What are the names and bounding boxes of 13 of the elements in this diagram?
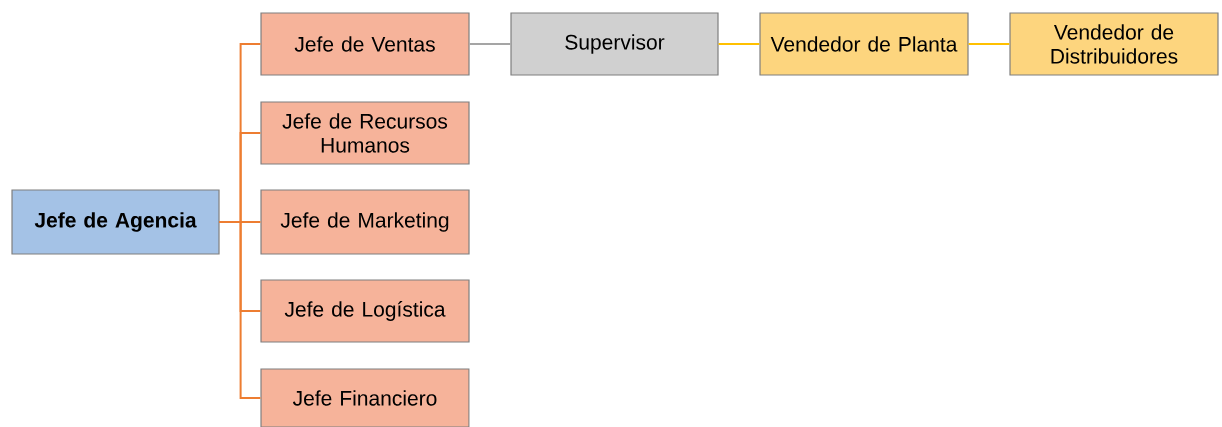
org-box: Vendedor de Planta [759,12,969,76]
org-box: Vendedor de Distribuidores [1009,12,1219,76]
org-box: Supervisor [510,12,719,76]
org-box: Jefe Financiero [260,368,470,427]
org-box: Jefe de Ventas [260,12,470,76]
connector-line [967,43,1011,45]
org-box: Jefe de Agencia [11,189,220,255]
connector-line [468,43,512,45]
org-box: Jefe de Recursos Humanos [260,101,470,165]
org-box: Jefe de Marketing [260,189,470,255]
connector-line [717,43,761,45]
connector-line [218,221,262,399]
org-box: Jefe de Logística [260,279,470,343]
